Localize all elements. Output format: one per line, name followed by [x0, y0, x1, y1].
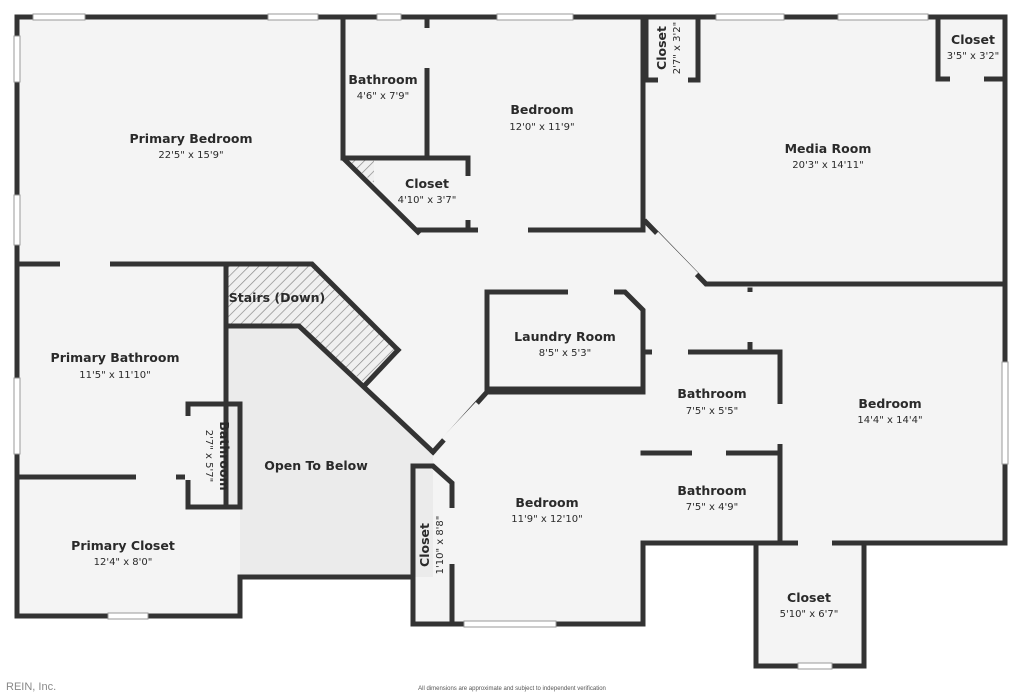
label-open-to-below: Open To Below: [264, 458, 368, 473]
dim-bathroom-low: 7'5" x 4'9": [686, 502, 738, 513]
open-to-below-area: [226, 328, 433, 577]
dim-primary-bathroom: 11'5" x 11'10": [79, 370, 151, 381]
dim-primary-bedroom: 22'5" x 15'9": [158, 150, 223, 161]
label-bathroom-low: Bathroom: [677, 483, 746, 498]
dim-bedroom-right: 14'4" x 14'4": [857, 415, 922, 426]
dim-closet-vertical: 1'10" x 8'8": [435, 516, 446, 575]
dim-closet-bottom: 5'10" x 6'7": [780, 609, 839, 620]
label-bedroom-bottom: Bedroom: [515, 495, 578, 510]
label-closet-mid: Closet: [405, 176, 449, 191]
label-closet-small: Closet: [654, 26, 669, 70]
label-laundry-room: Laundry Room: [514, 329, 616, 344]
stairs-hatch: [226, 266, 398, 384]
dim-bedroom-top: 12'0" x 11'9": [509, 122, 574, 133]
watermark: REIN, Inc.: [6, 681, 57, 693]
dim-media-room: 20'3" x 14'11": [792, 160, 864, 171]
label-bathroom-top: Bathroom: [348, 72, 417, 87]
label-stairs: Stairs (Down): [229, 290, 326, 305]
label-primary-closet: Primary Closet: [71, 538, 175, 553]
dim-closet-top-right: 3'5" x 3'2": [947, 51, 999, 62]
dim-laundry-room: 8'5" x 5'3": [539, 348, 591, 359]
label-primary-bathroom: Primary Bathroom: [51, 350, 180, 365]
dim-bedroom-bottom: 11'9" x 12'10": [511, 514, 583, 525]
label-primary-bedroom: Primary Bedroom: [129, 131, 252, 146]
label-media-room: Media Room: [785, 141, 872, 156]
disclaimer: All dimensions are approximate and subje…: [418, 686, 606, 692]
label-bedroom-top: Bedroom: [510, 102, 573, 117]
dim-bathroom-vertical: 2'7" x 5'7": [203, 430, 214, 482]
floor-fill: [17, 17, 1005, 666]
label-closet-bottom: Closet: [787, 590, 831, 605]
label-closet-top-right: Closet: [951, 32, 995, 47]
openings: [13, 13, 1009, 670]
dim-bathroom-top: 4'6" x 7'9": [357, 91, 409, 102]
dim-bathroom-mid: 7'5" x 5'5": [686, 406, 738, 417]
label-bedroom-right: Bedroom: [858, 396, 921, 411]
room-labels: Primary Bedroom 22'5" x 15'9" Bathroom 4…: [51, 22, 1000, 620]
label-closet-vertical: Closet: [417, 523, 432, 567]
label-bathroom-mid: Bathroom: [677, 386, 746, 401]
dim-closet-small: 2'7" x 3'2": [672, 22, 683, 74]
dim-closet-mid: 4'10" x 3'7": [398, 195, 457, 206]
label-bathroom-vertical: Bathroom: [217, 421, 232, 490]
dim-primary-closet: 12'4" x 8'0": [94, 557, 153, 568]
